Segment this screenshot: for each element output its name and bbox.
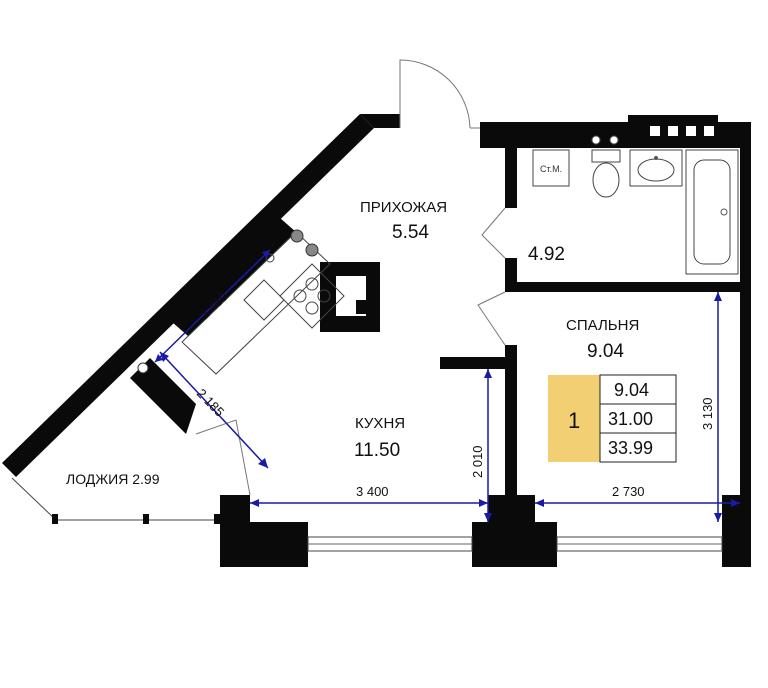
doors	[195, 59, 506, 496]
hallway-area: 5.54	[392, 222, 429, 243]
stove-icon	[279, 263, 345, 329]
hallway-bathroom-partition	[505, 148, 517, 208]
kitchen-name: КУХНЯ	[355, 415, 405, 432]
entry-side-wall	[360, 114, 400, 128]
right-outer-wall-base	[722, 495, 751, 567]
windows	[11, 477, 723, 552]
loggia-post	[214, 514, 220, 524]
arrow-icon	[535, 499, 544, 507]
bathtub	[685, 149, 739, 275]
kitchen-stub-wall	[440, 357, 517, 369]
kitchen-sink-icon	[243, 253, 285, 321]
vent-hole	[704, 126, 714, 136]
bathroom-top-wall	[480, 122, 630, 148]
arrow-icon	[714, 513, 722, 522]
arrow-icon	[484, 369, 492, 378]
burner-icon	[305, 243, 319, 257]
arrow-icon	[155, 354, 163, 362]
kitchen-shaft-inner	[356, 300, 366, 314]
sink-icon	[637, 158, 675, 182]
arrow-icon	[160, 352, 169, 362]
loggia-label: ЛОДЖИЯ 2.99	[66, 471, 160, 487]
tap-icon	[591, 135, 601, 145]
bathtub-inner	[693, 159, 731, 265]
dim-kitchen-diag-a-line	[154, 249, 271, 363]
arrow-icon	[484, 513, 492, 522]
dim-bedroom-depth: 3 130	[700, 397, 715, 430]
kitchen-back-wall	[172, 218, 296, 336]
bottom-wall-left	[220, 522, 308, 567]
arrow-icon	[250, 499, 259, 507]
arrow-icon	[731, 499, 740, 507]
loggia-post	[143, 514, 149, 524]
bathroom-fixtures: Ст.М.	[532, 135, 739, 275]
arrow-icon	[714, 292, 722, 301]
washing-machine-label: Ст.М.	[540, 164, 562, 174]
kitchen-counter	[181, 231, 331, 375]
diagonal-outer-wall	[2, 114, 374, 477]
walls	[2, 114, 751, 567]
vent-hole	[668, 126, 678, 136]
living-area: 9.04	[614, 380, 649, 400]
total-area: 31.00	[608, 409, 653, 429]
arrow-icon	[479, 499, 488, 507]
loggia-column	[130, 358, 196, 434]
washing-machine	[532, 149, 570, 187]
hallway-bathroom-partition-lower	[505, 258, 517, 288]
entry-door-swing	[399, 59, 471, 129]
loggia-door-swing	[195, 419, 251, 496]
toilet-icon	[592, 162, 620, 198]
bathroom-door-swing	[481, 207, 506, 259]
dim-kitchen-depth: 2 010	[470, 445, 485, 478]
total-with-loggia: 33.99	[608, 438, 653, 458]
total-with-loggia-cell	[599, 432, 677, 463]
tap-icon	[609, 135, 619, 145]
burner-icon	[290, 229, 304, 243]
kitchen-bedroom-partition	[505, 345, 517, 535]
bedroom-name: СПАЛЬНЯ	[566, 317, 639, 334]
arrow-icon	[258, 458, 268, 468]
dim-kitchen-diag-b: 2 185	[194, 386, 227, 420]
vent-hole	[650, 126, 660, 136]
dim-kitchen-width: 3 400	[356, 484, 389, 499]
sink-tap-icon	[654, 156, 658, 160]
loggia-post	[52, 514, 58, 524]
area-summary-table: 1 9.04 31.00 33.99	[548, 374, 677, 463]
sink-counter	[629, 149, 683, 187]
bedroom-door-swing	[477, 291, 506, 346]
toilet-tank	[591, 149, 621, 163]
bathroom-area: 4.92	[528, 244, 565, 265]
rooms-count-badge	[548, 375, 600, 462]
hallway-name: ПРИХОЖАЯ	[360, 199, 447, 216]
bottom-pier-middle-top	[488, 495, 517, 535]
bottom-pier-bedroom	[517, 495, 535, 535]
bedroom-area: 9.04	[587, 341, 624, 362]
arrow-icon	[262, 250, 270, 258]
boiler-icon	[137, 362, 149, 374]
dim-kitchen-diag-b-line	[159, 351, 269, 469]
rooms-count: 1	[568, 408, 580, 433]
dimension-lines	[154, 249, 740, 522]
right-outer-wall	[740, 122, 751, 567]
vent-hole	[686, 126, 696, 136]
dim-bedroom-width: 2 730	[612, 484, 645, 499]
kitchen-area: 11.50	[354, 440, 400, 461]
bathroom-bedroom-partition	[505, 282, 751, 292]
bathtub-drain-icon	[720, 208, 728, 216]
kitchen-fixtures	[137, 229, 345, 375]
